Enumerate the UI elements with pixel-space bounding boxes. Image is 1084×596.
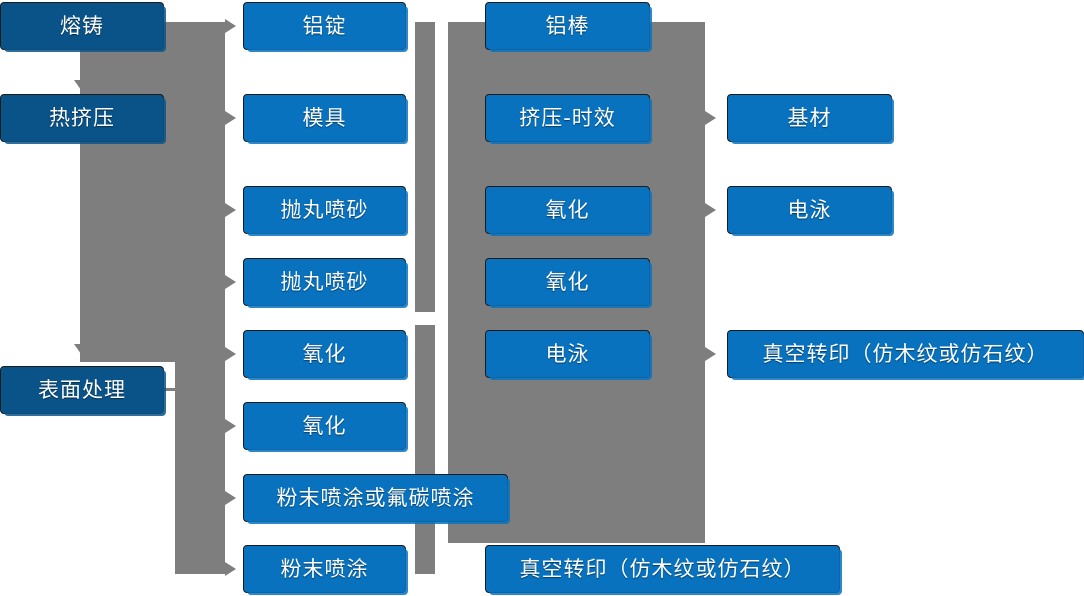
node-outputs-0[interactable]: 基材 bbox=[727, 94, 894, 144]
arrow-to-output-2 bbox=[705, 347, 716, 361]
band-mid-band-thin bbox=[415, 22, 435, 312]
node-sub-process-left-4[interactable]: 氧化 bbox=[243, 330, 408, 380]
arrow-to-subprocess-6 bbox=[225, 491, 236, 505]
connector-tick-1 bbox=[435, 118, 448, 120]
arrow-to-subprocess-5 bbox=[225, 419, 236, 433]
node-sub-process-right-4[interactable]: 电泳 bbox=[485, 330, 652, 380]
node-outputs-2[interactable]: 真空转印（仿木纹或仿石纹） bbox=[727, 330, 1084, 380]
node-sub-process-left-2[interactable]: 抛丸喷砂 bbox=[243, 186, 408, 236]
arrow-to-subprocess-1 bbox=[225, 111, 236, 125]
node-stages-2[interactable]: 表面处理 bbox=[0, 366, 166, 416]
node-sub-process-left-0[interactable]: 铝锭 bbox=[243, 2, 408, 52]
node-sub-process-left-7[interactable]: 粉末喷涂 bbox=[243, 545, 408, 595]
node-sub-process-left-3[interactable]: 抛丸喷砂 bbox=[243, 258, 408, 308]
band-left-band-wide bbox=[80, 22, 225, 362]
connector-tick-2 bbox=[435, 210, 448, 212]
node-sub-process-left-5[interactable]: 氧化 bbox=[243, 402, 408, 452]
node-stages-1[interactable]: 热挤压 bbox=[0, 94, 166, 144]
node-sub-process-left-6[interactable]: 粉末喷涂或氟碳喷涂 bbox=[243, 474, 510, 524]
arrow-to-subprocess-3 bbox=[225, 275, 236, 289]
arrow-down-to-surface-treatment bbox=[74, 344, 88, 354]
band-left-band-narrow bbox=[175, 362, 225, 574]
node-stages-0[interactable]: 熔铸 bbox=[0, 2, 166, 52]
stub-surface-treatment-right bbox=[164, 388, 178, 391]
arrow-to-subprocess-2 bbox=[225, 203, 236, 217]
arrow-to-subprocess-4 bbox=[225, 347, 236, 361]
arrow-down-to-extrude bbox=[74, 80, 88, 90]
node-sub-process-right-0[interactable]: 铝棒 bbox=[485, 2, 652, 52]
node-sub-process-right-2[interactable]: 氧化 bbox=[485, 186, 652, 236]
connector-tick-4 bbox=[435, 354, 448, 356]
arrow-to-output-1 bbox=[705, 203, 716, 217]
connector-tick-5 bbox=[435, 569, 448, 571]
node-sub-process-left-1[interactable]: 模具 bbox=[243, 94, 408, 144]
connector-tick-0 bbox=[435, 26, 448, 28]
arrow-to-subprocess-0 bbox=[225, 19, 236, 33]
node-outputs-1[interactable]: 电泳 bbox=[727, 186, 894, 236]
node-sub-process-right-5[interactable]: 真空转印（仿木纹或仿石纹） bbox=[485, 545, 842, 595]
arrow-to-output-0 bbox=[705, 111, 716, 125]
node-sub-process-right-1[interactable]: 挤压-时效 bbox=[485, 94, 652, 144]
node-sub-process-right-3[interactable]: 氧化 bbox=[485, 258, 652, 308]
connector-tick-3 bbox=[435, 282, 448, 284]
band-mid-band-thin-2 bbox=[415, 325, 435, 574]
arrow-to-subprocess-7 bbox=[225, 562, 236, 576]
